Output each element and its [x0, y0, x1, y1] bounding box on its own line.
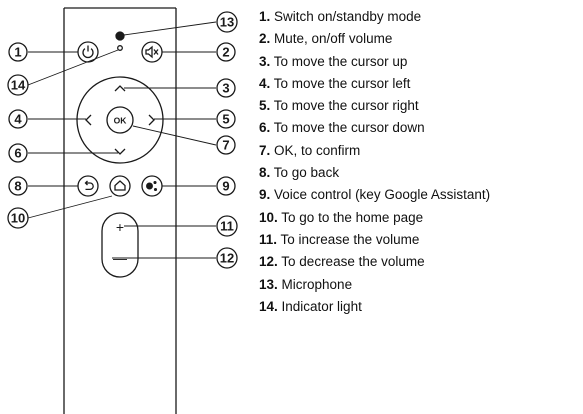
assistant-icon — [146, 182, 153, 190]
legend-item: 13. Microphone — [259, 276, 353, 292]
leader-lines — [27, 21, 217, 259]
volume-rocker: + — — [101, 212, 139, 278]
callout-marker: 7 — [216, 135, 236, 155]
legend-list: 1. Switch on/standby mode 2. Mute, on/of… — [259, 6, 490, 318]
speaker-mute-icon — [145, 45, 159, 59]
callout-marker: 3 — [216, 78, 236, 98]
volume-up-button[interactable]: + — [116, 219, 124, 235]
legend-item: 2. Mute, on/off volume — [259, 31, 393, 47]
svg-text:9: 9 — [222, 179, 229, 194]
callout-marker: 11 — [216, 215, 238, 237]
callout-marker: 8 — [8, 176, 28, 196]
callout-marker: 6 — [8, 143, 28, 163]
home-icon — [114, 180, 126, 191]
svg-text:7: 7 — [222, 138, 229, 153]
cursor-up-button[interactable] — [114, 85, 126, 92]
callout-marker: 2 — [216, 42, 236, 62]
cursor-left-button[interactable] — [85, 114, 92, 126]
microphone-icon — [115, 31, 125, 41]
remote-control-diagram: OK + — 1 — [7, 7, 238, 414]
cursor-down-button[interactable] — [114, 148, 126, 155]
svg-text:11: 11 — [220, 219, 234, 234]
legend-item: 12. To decrease the volume — [259, 254, 425, 270]
svg-text:14: 14 — [11, 78, 26, 93]
legend-item: 8. To go back — [259, 165, 340, 181]
svg-text:12: 12 — [220, 251, 234, 266]
svg-text:4: 4 — [14, 112, 22, 127]
home-button[interactable] — [109, 175, 131, 197]
indicator-light-icon — [117, 45, 123, 51]
svg-text:6: 6 — [14, 146, 21, 161]
legend-item: 1. Switch on/standby mode — [259, 9, 422, 24]
svg-text:3: 3 — [222, 81, 229, 96]
ok-label: OK — [114, 116, 128, 126]
cursor-right-button[interactable] — [148, 114, 155, 126]
mute-button[interactable] — [141, 41, 163, 63]
d-pad: OK — [76, 76, 164, 164]
svg-text:2: 2 — [222, 45, 229, 60]
callout-marker: 14 — [7, 74, 29, 96]
callout-marker: 10 — [7, 207, 29, 229]
callout-markers: 1 2 3 4 5 6 7 8 9 10 11 12 13 14 — [7, 11, 238, 269]
voice-assistant-button[interactable] — [141, 175, 163, 197]
d-pad-ring — [76, 76, 164, 164]
legend-item: 6. To move the cursor down — [259, 120, 425, 136]
legend-item: 10. To go to the home page — [259, 209, 424, 225]
svg-text:8: 8 — [14, 179, 21, 194]
legend-item: 3. To move the cursor up — [259, 53, 408, 69]
legend-item: 7. OK, to confirm — [259, 142, 361, 158]
back-button[interactable] — [77, 175, 99, 197]
callout-marker: 13 — [216, 11, 238, 33]
remote-body — [63, 7, 177, 414]
legend-item: 5. To move the cursor right — [259, 98, 419, 114]
callout-marker: 12 — [216, 247, 238, 269]
legend-item: 11. To increase the volume — [259, 231, 420, 247]
callout-marker: 5 — [216, 109, 236, 129]
legend-item: 4. To move the cursor left — [259, 75, 411, 91]
callout-marker: 4 — [8, 109, 28, 129]
callout-marker: 9 — [216, 176, 236, 196]
legend-item: 14. Indicator light — [259, 298, 362, 314]
svg-text:1: 1 — [14, 45, 21, 60]
back-arrow-icon — [84, 180, 94, 191]
svg-text:5: 5 — [222, 112, 229, 127]
svg-text:10: 10 — [11, 211, 25, 226]
legend-item: 9. Voice control (key Google Assistant) — [259, 187, 491, 203]
svg-text:13: 13 — [220, 15, 234, 30]
ok-button[interactable]: OK — [106, 106, 134, 134]
power-icon — [82, 48, 94, 59]
callout-marker: 1 — [8, 42, 28, 62]
